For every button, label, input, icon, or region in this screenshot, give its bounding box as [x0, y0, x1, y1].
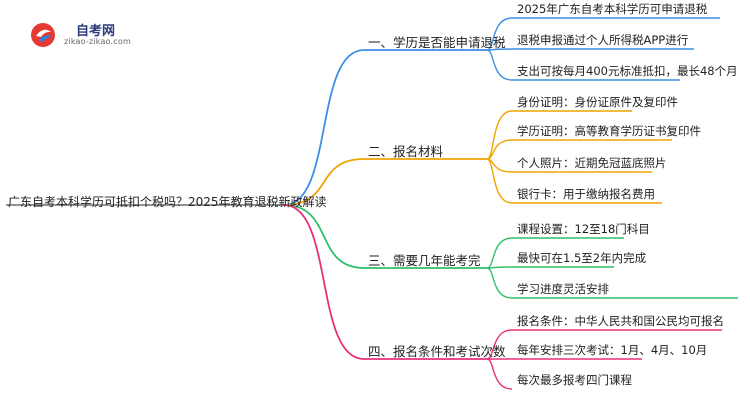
leaf-connector [486, 266, 614, 269]
branch-label-3: 三、需要几年能考完 [368, 253, 481, 268]
branch-connector [283, 204, 487, 360]
leaf-item: 退税申报通过个人所得税APP进行 [517, 33, 689, 47]
branch-connector [283, 204, 487, 269]
leaf-connector [486, 139, 672, 160]
leaf-connector [486, 49, 680, 81]
leaf-connector [486, 237, 624, 269]
logo-subtitle: zikao-zikao.com [64, 37, 131, 46]
branch-label-4: 四、报名条件和考试次数 [368, 344, 506, 359]
leaf-item: 个人照片：近期免冠蓝底照片 [517, 156, 667, 170]
branch-connector [283, 49, 487, 206]
branch-connector [283, 158, 487, 206]
leaf-item: 每年安排三次考试：1月、4月、10月 [517, 343, 708, 357]
logo-title: 自考网 [76, 24, 116, 39]
leaf-connector [486, 358, 513, 390]
leaf-connector [486, 329, 722, 360]
leaf-connector [486, 267, 738, 299]
leaf-item: 银行卡：用于缴纳报名费用 [517, 187, 655, 201]
leaf-connector [486, 158, 662, 204]
leaf-item: 学习进度灵活安排 [517, 282, 609, 296]
leaf-item: 学历证明：高等教育学历证书复印件 [517, 124, 701, 138]
branch-label-1: 一、学历是否能申请退税 [368, 35, 506, 50]
leaf-connector [486, 48, 694, 51]
logo-emblem-icon [31, 23, 55, 47]
root-topic: 广东自考本科学历可抵扣个税吗？2025年教育退税新政解读 [8, 195, 327, 209]
leaf-item: 课程设置：12至18门科目 [517, 222, 650, 236]
leaf-item: 身份证明：身份证原件及复印件 [517, 95, 678, 109]
leaf-item: 支出可按每月400元标准抵扣，最长48个月 [517, 64, 738, 78]
branch-label-2: 二、报名材料 [368, 144, 444, 159]
site-logo: 自考网 zikao-zikao.com [30, 20, 140, 50]
leaf-item: 每次最多报考四门课程 [517, 373, 632, 387]
leaf-connector [486, 17, 720, 51]
leaf-item: 2025年广东自考本科学历可申请退税 [517, 2, 708, 16]
leaf-item: 报名条件：中华人民共和国公民均可报名 [517, 314, 724, 328]
leaf-item: 最快可在1.5至2年内完成 [517, 251, 647, 265]
